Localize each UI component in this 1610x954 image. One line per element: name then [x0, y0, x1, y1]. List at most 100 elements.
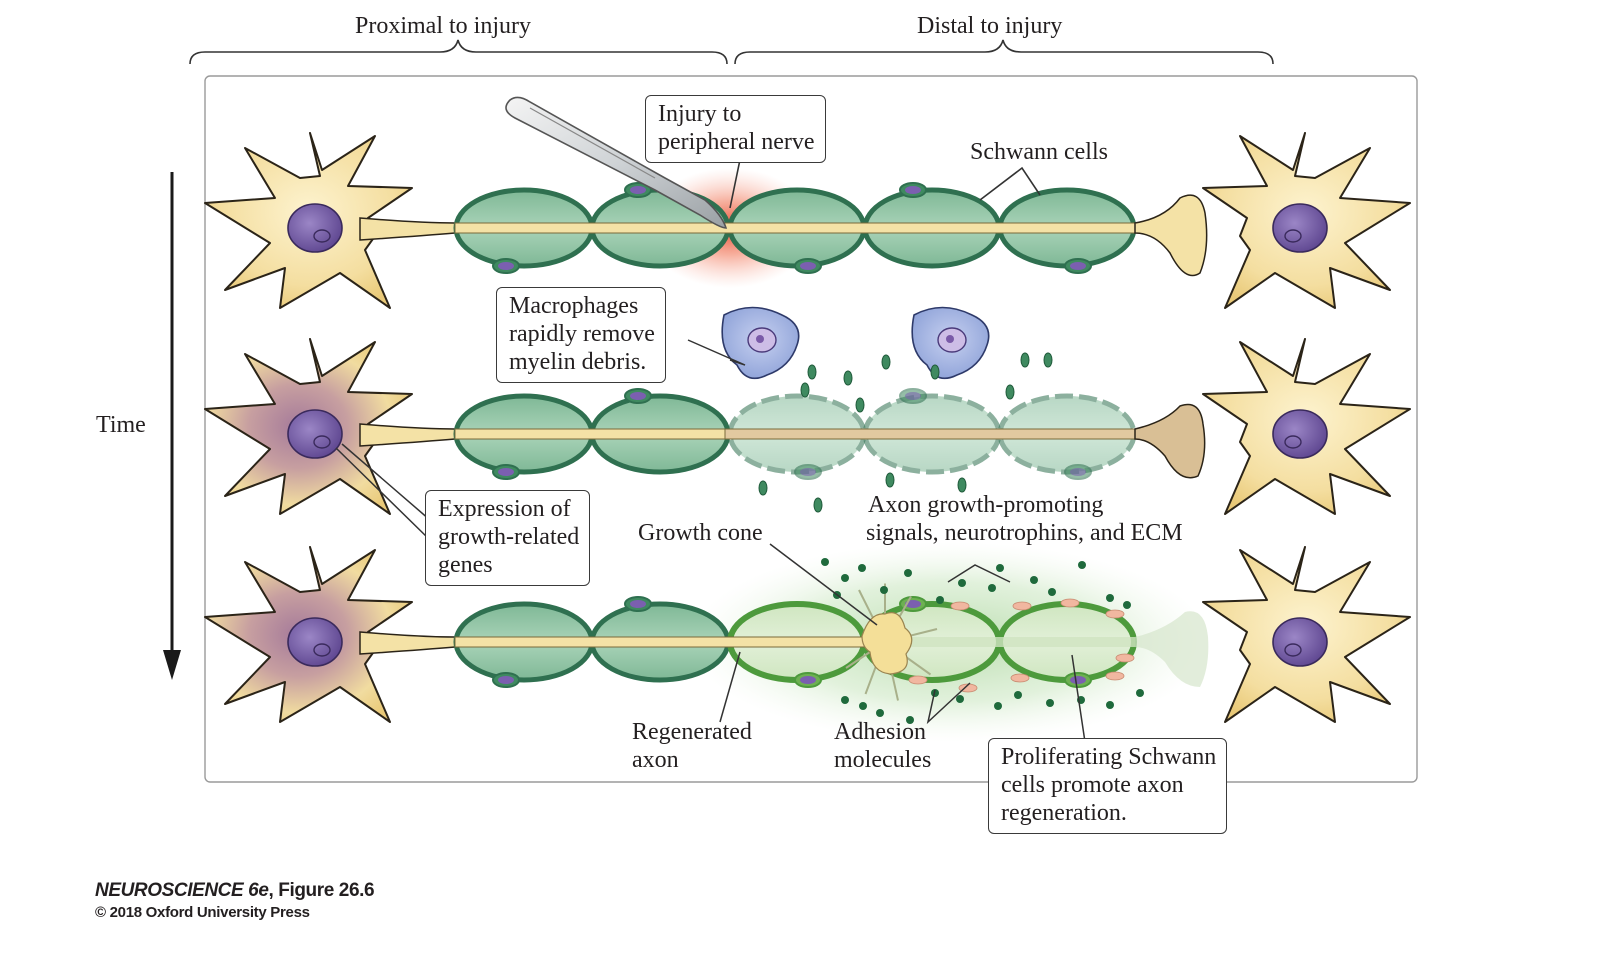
growth-cone-body: [861, 612, 913, 675]
injury-callout: Injury to peripheral nerve: [645, 95, 826, 163]
signals-label-line1: Axon growth-promoting: [868, 492, 1104, 518]
macrophage: [721, 306, 800, 380]
schwann-nucleus: [800, 468, 816, 476]
growth-cone-label: Growth cone: [638, 520, 763, 546]
signal-dot: [841, 574, 849, 582]
myelin-debris: [1005, 384, 1015, 400]
macrophage-nucleolus: [756, 335, 764, 343]
schwann-nucleus: [800, 676, 816, 684]
schwann-nucleus: [630, 392, 646, 400]
nucleus: [1272, 617, 1328, 667]
adhesion-molecule: [908, 675, 928, 685]
myelin-debris: [758, 480, 768, 496]
nucleolus: [1284, 643, 1302, 657]
signals-pointer: [947, 564, 1011, 583]
callout-line: growth-related: [438, 524, 580, 550]
stage-degeneration: [204, 306, 1411, 541]
nucleolus: [313, 229, 331, 243]
nucleus: [287, 203, 343, 253]
nucleolus: [1284, 229, 1302, 243]
myelin-debris: [843, 370, 853, 386]
signal-dot: [858, 564, 866, 572]
degenerating-terminal: [1134, 403, 1206, 479]
signal-dot: [958, 579, 966, 587]
myelin-debris: [957, 477, 967, 493]
signal-dot: [996, 564, 1004, 572]
neuron-soma: [1202, 546, 1411, 723]
diagram-frame: [204, 75, 1418, 783]
regenerated-axon-label-line1: Regenerated: [632, 719, 752, 745]
stage-regeneration: [204, 542, 1411, 743]
degenerating-axon: [724, 428, 1136, 440]
myelin-debris: [1043, 352, 1053, 368]
macrophage-pointer: [687, 339, 746, 366]
schwann-nucleus: [905, 392, 921, 400]
growth-cone-pointer: [769, 543, 878, 626]
signal-dot: [994, 702, 1002, 710]
signal-dot: [1123, 601, 1131, 609]
axon: [454, 428, 726, 440]
proximal-brace: [189, 39, 728, 65]
nucleus: [1272, 409, 1328, 459]
figure-caption: NEUROSCIENCE 6e, Figure 26.6 © 2018 Oxfo…: [95, 880, 375, 921]
proliferating-callout: Proliferating Schwann cells promote axon…: [988, 738, 1228, 834]
expression-callout: Expression of growth-related genes: [425, 490, 591, 586]
myelin-debris: [807, 364, 817, 380]
signal-dot: [906, 716, 914, 724]
axon-hillock: [359, 631, 456, 655]
neuron-soma: [204, 546, 413, 723]
signal-dot: [956, 695, 964, 703]
axon-hillock: [359, 217, 456, 241]
myelin-debris: [855, 397, 865, 413]
schwann-nucleus: [1070, 468, 1086, 476]
nucleus: [287, 617, 343, 667]
schwann-nucleus: [498, 468, 514, 476]
caption-title: NEUROSCIENCE 6e, Figure 26.6: [95, 880, 375, 902]
myelin-debris: [813, 497, 823, 513]
signal-dot: [1106, 594, 1114, 602]
axon-terminal: [1134, 194, 1208, 277]
signal-dot: [1046, 699, 1054, 707]
adhesion-molecule: [1012, 601, 1032, 611]
callout-line: peripheral nerve: [658, 129, 815, 155]
signal-dot: [841, 696, 849, 704]
callout-line: rapidly remove: [509, 321, 655, 347]
signal-dot: [904, 569, 912, 577]
signal-dot: [1136, 689, 1144, 697]
signals-label-line2: signals, neurotrophins, and ECM: [866, 520, 1183, 546]
myelin-debris: [885, 472, 895, 488]
remnant-terminal: [1135, 611, 1209, 687]
signal-dot: [880, 586, 888, 594]
neuron-soma: [204, 338, 413, 515]
macrophage: [911, 306, 990, 380]
signal-dot: [1106, 701, 1114, 709]
nucleolus: [313, 435, 331, 449]
caption-figure-ref: , Figure 26.6: [268, 880, 375, 901]
axon: [454, 222, 1136, 234]
myelin-debris: [881, 354, 891, 370]
signal-dot: [1030, 576, 1038, 584]
schwann-nucleus: [498, 262, 514, 270]
axon-hillock: [359, 423, 456, 447]
signal-dot: [876, 709, 884, 717]
caption-copyright: © 2018 Oxford University Press: [95, 904, 310, 921]
adhesion-molecule: [1010, 673, 1030, 683]
nucleolus: [1284, 435, 1302, 449]
scalpel-groove: [529, 107, 656, 179]
signal-dot: [1014, 691, 1022, 699]
scalpel-icon: [505, 96, 728, 229]
expression-pointer-b: [341, 443, 431, 521]
schwann-nucleus: [630, 600, 646, 608]
adhesion-molecule: [1105, 671, 1125, 681]
adhesion-label-line2: molecules: [834, 747, 932, 773]
signal-dot: [1078, 561, 1086, 569]
schwann-nucleus: [630, 186, 646, 194]
proximal-label: Proximal to injury: [355, 13, 531, 39]
schwann-nucleus: [1070, 676, 1086, 684]
myelin-debris: [1020, 352, 1030, 368]
signal-dot: [988, 584, 996, 592]
myelin-debris: [930, 364, 940, 380]
signal-dot: [1048, 588, 1056, 596]
callout-line: Macrophages: [509, 293, 639, 319]
